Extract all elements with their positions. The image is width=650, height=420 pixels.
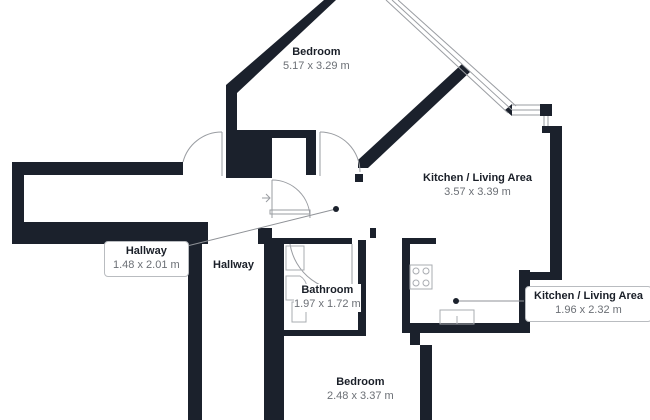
wall-bedroom-kitchen xyxy=(358,64,470,168)
door-arc-bedroom xyxy=(319,131,361,173)
wall-kitchen-south xyxy=(402,238,530,420)
room-name: Hallway xyxy=(213,259,254,271)
room-label-bathroom: Bathroom 1.97 x 1.72 m xyxy=(294,284,361,312)
wall-post xyxy=(370,228,376,238)
sink-icon xyxy=(285,245,305,271)
wall-core-block xyxy=(226,130,316,178)
pin-icon xyxy=(453,298,459,304)
room-name: Kitchen / Living Area xyxy=(534,290,644,302)
room-name: Hallway xyxy=(125,245,167,257)
wall-bathroom-south xyxy=(284,330,366,336)
door-arc-west xyxy=(182,131,223,163)
room-label-hallway-1: Hallway 1.48 x 2.01 m xyxy=(104,241,189,277)
kitchen-fixtures xyxy=(409,264,475,325)
room-dimensions: 3.57 x 3.39 m xyxy=(444,185,511,198)
room-label-bedroom-2: Bedroom 2.48 x 3.37 m xyxy=(327,376,394,404)
wall-bathroom-west xyxy=(258,228,352,420)
wall-window-joint xyxy=(505,104,512,116)
wall-post xyxy=(355,174,363,182)
room-label-bedroom-1: Bedroom 5.17 x 3.29 m xyxy=(283,46,350,74)
room-dimensions: 2.48 x 3.37 m xyxy=(327,389,394,402)
windows xyxy=(385,0,549,126)
room-label-kitchen-living-2: Kitchen / Living Area 1.96 x 2.32 m xyxy=(525,286,650,322)
room-dimensions: 5.17 x 3.29 m xyxy=(283,59,350,72)
room-label-kitchen-living-1: Kitchen / Living Area 3.57 x 3.39 m xyxy=(423,172,532,200)
room-label-hallway-2: Hallway xyxy=(213,259,254,273)
wall-window-corner xyxy=(540,104,552,116)
room-dimensions: 1.97 x 1.72 m xyxy=(294,297,361,310)
wall-hallway-left xyxy=(188,232,202,420)
room-name: Bedroom xyxy=(292,46,341,58)
wall-east xyxy=(530,126,562,280)
pin-icon xyxy=(333,206,339,212)
door-arc-cupboard xyxy=(271,179,311,219)
hob-icon xyxy=(409,264,433,290)
wall-bedroom-nw xyxy=(226,0,336,132)
walls xyxy=(12,0,562,420)
wall-bathroom-east xyxy=(358,240,366,336)
wall-west-wing xyxy=(12,162,208,244)
room-name: Bathroom xyxy=(301,284,354,296)
room-name: Bedroom xyxy=(336,376,385,388)
leader-lines xyxy=(182,208,524,302)
room-dimensions: 1.96 x 2.32 m xyxy=(555,303,622,316)
arrow-icon xyxy=(262,193,271,203)
room-name: Kitchen / Living Area xyxy=(423,172,533,184)
room-dimensions: 1.48 x 2.01 m xyxy=(113,258,180,271)
